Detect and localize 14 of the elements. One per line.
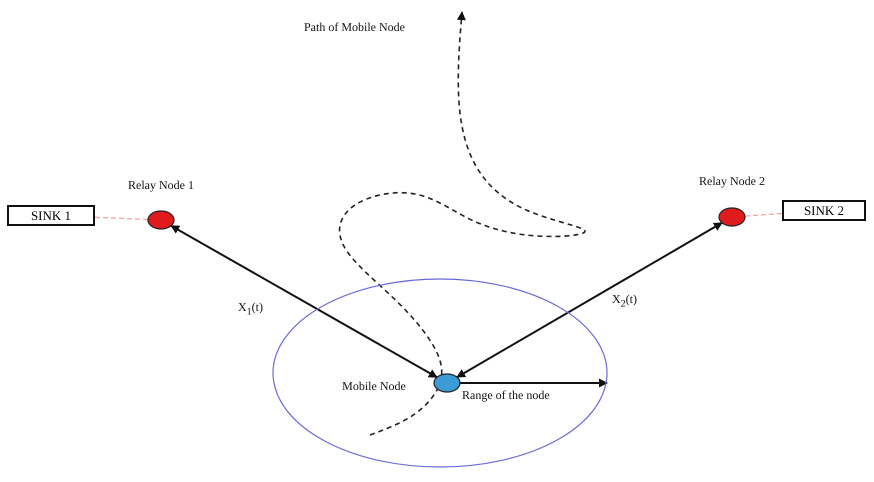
arrow — [456, 222, 723, 378]
edge-label: Range of the node — [462, 388, 550, 403]
path-label: Path of Mobile Node — [304, 20, 405, 35]
dashed-link — [94, 216, 148, 220]
node-label: Relay Node 1 — [127, 178, 195, 193]
sink-box: SINK 2 — [782, 200, 866, 221]
edge-label: X$_{1}$(t) — [238, 300, 263, 318]
edge-label: X$_{2}$(t) — [612, 292, 637, 310]
arrow — [170, 224, 438, 378]
dashed-link — [744, 212, 782, 217]
node-label: Mobile Node — [341, 379, 407, 394]
node-label: Relay Node 2 — [698, 174, 766, 189]
arrow — [460, 378, 608, 388]
sink-box: SINK 1 — [7, 205, 95, 226]
